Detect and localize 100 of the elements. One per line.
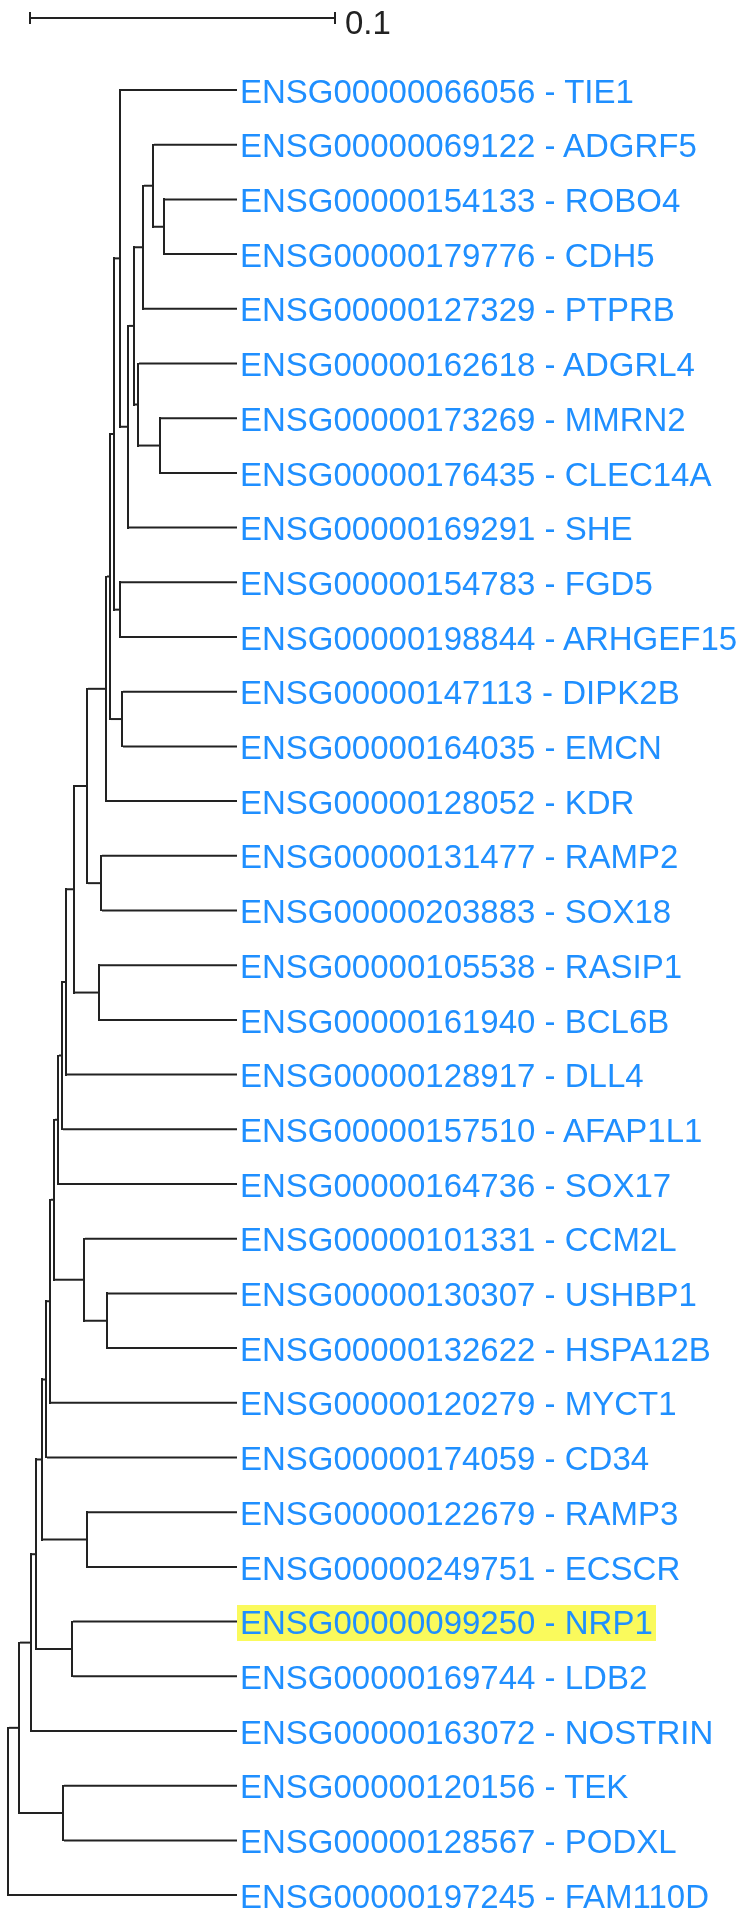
tree-branch: [19, 1812, 63, 1815]
gene-label: ENSG00000198844 - ARHGEF15: [237, 620, 741, 657]
tree-branch: [110, 718, 122, 721]
gene-label: ENSG00000179776 - CDH5: [237, 237, 658, 274]
tree-branch: [110, 433, 114, 435]
tree-branch: [106, 575, 110, 578]
gene-label: ENSG00000161940 - BCL6B: [237, 1003, 673, 1040]
tree-branch: [120, 636, 238, 638]
tree-branch: [107, 1292, 238, 1295]
tree-branch: [107, 1347, 238, 1350]
tree-branch: [143, 184, 153, 187]
tree-branch: [87, 1511, 238, 1514]
gene-label: ENSG00000132622 - HSPA12B: [237, 1331, 714, 1368]
tree-branch: [164, 253, 238, 256]
gene-label: ENSG00000157510 - AFAP1L1: [237, 1112, 706, 1150]
gene-label: ENSG00000249751 - ECSCR: [237, 1550, 684, 1587]
tree-branch: [99, 1018, 238, 1021]
tree-branch: [122, 690, 238, 693]
gene-label: ENSG00000128052 - KDR: [237, 784, 638, 821]
tree-branch: [138, 444, 160, 447]
gene-label: ENSG00000154783 - FGD5: [237, 565, 656, 603]
tree-branch: [101, 909, 238, 912]
gene-label: ENSG00000128917 - DLL4: [237, 1058, 647, 1095]
tree-branch: [36, 1458, 42, 1461]
gene-label: ENSG00000105538 - RASIP1: [237, 948, 686, 986]
gene-label: ENSG00000101331 - CCM2L: [237, 1222, 680, 1259]
tree-branch: [134, 403, 138, 406]
tree-branch: [143, 307, 238, 310]
tree-branch: [101, 854, 238, 857]
tree-branch: [36, 1647, 72, 1650]
tree-branch: [134, 246, 143, 249]
tree-branch: [58, 1183, 238, 1185]
tree-branch: [120, 425, 128, 428]
gene-label: ENSG00000066056 - TIE1: [237, 73, 637, 110]
gene-label: ENSG00000173269 - MMRN2: [237, 401, 689, 439]
tree-branch: [50, 1198, 54, 1201]
tree-branch: [66, 1073, 238, 1076]
gene-label: ENSG00000131477 - RAMP2: [237, 839, 682, 876]
tree-branch: [19, 1641, 31, 1644]
gene-label: ENSG00000169744 - LDB2: [237, 1659, 651, 1697]
gene-label: ENSG00000120279 - MYCT1: [237, 1386, 680, 1423]
tree-branch: [84, 1319, 107, 1322]
tree-branch: [66, 888, 74, 891]
gene-label: ENSG00000174059 - CD34: [237, 1441, 653, 1478]
tree-branch: [87, 882, 101, 885]
tree-branch: [164, 198, 238, 201]
gene-label: ENSG00000197245 - FAM110D: [237, 1878, 712, 1915]
scale-value: 0.1: [344, 4, 392, 41]
tree-branch: [8, 1726, 19, 1729]
tree-branch: [120, 581, 238, 584]
gene-label: ENSG00000127329 - PTPRB: [237, 292, 678, 329]
tree-branch: [128, 526, 238, 529]
tree-branch: [99, 964, 238, 967]
tree-branch: [120, 89, 238, 91]
tree-branch: [160, 471, 238, 474]
tree-branch: [31, 1730, 238, 1732]
tree-branch: [42, 1538, 87, 1541]
tree-branch: [54, 1278, 84, 1281]
tree-branch: [72, 1620, 238, 1623]
gene-label: ENSG00000154133 - ROBO4: [237, 183, 684, 220]
tree-branch: [122, 745, 238, 748]
tree-branch: [84, 1237, 238, 1240]
gene-label: ENSG00000164736 - SOX17: [237, 1167, 675, 1204]
tree-branch: [87, 1565, 238, 1568]
gene-label: ENSG00000120156 - TEK: [237, 1769, 632, 1806]
tree-branch: [160, 417, 238, 420]
tree-branch: [114, 608, 120, 611]
gene-label: ENSG00000147113 - DIPK2B: [237, 675, 683, 712]
tree-branch: [87, 687, 106, 690]
tree-branch: [72, 1675, 238, 1678]
tree-branch: [46, 1300, 50, 1303]
gene-label: ENSG00000099250 - NRP1: [237, 1605, 656, 1642]
gene-label: ENSG00000128567 - PODXL: [237, 1824, 680, 1861]
tree-branch: [31, 1553, 36, 1556]
gene-label: ENSG00000169291 - SHE: [237, 511, 636, 548]
tree-branch: [74, 991, 99, 994]
tree-branch: [128, 324, 134, 327]
gene-label: ENSG00000203883 - SOX18: [237, 894, 675, 931]
tree-branch: [114, 257, 120, 260]
gene-label: ENSG00000162618 - ADGRL4: [237, 347, 698, 384]
tree-branch: [50, 1401, 238, 1404]
tree-branch: [42, 1378, 46, 1381]
tree-branch: [46, 1456, 238, 1459]
gene-label: ENSG00000164035 - EMCN: [237, 730, 665, 767]
tree-branch: [54, 1118, 58, 1121]
gene-label: ENSG00000176435 - CLEC14A: [237, 456, 715, 493]
gene-label: ENSG00000069122 - ADGRF5: [237, 128, 700, 165]
tree-branch: [138, 362, 238, 365]
tree-branch: [153, 143, 238, 146]
tree-branch: [8, 1894, 238, 1897]
tree-branch: [63, 1784, 238, 1787]
tree-branch: [58, 1054, 62, 1057]
gene-label: ENSG00000130307 - USHBP1: [237, 1277, 700, 1314]
tree-branch: [62, 1128, 238, 1131]
tree-branch: [63, 1839, 238, 1842]
gene-label: ENSG00000122679 - RAMP3: [237, 1495, 682, 1533]
tree-branch: [74, 785, 87, 787]
tree-branch: [62, 980, 66, 983]
gene-label: ENSG00000163072 - NOSTRIN: [237, 1714, 717, 1751]
tree-branch: [153, 225, 164, 228]
